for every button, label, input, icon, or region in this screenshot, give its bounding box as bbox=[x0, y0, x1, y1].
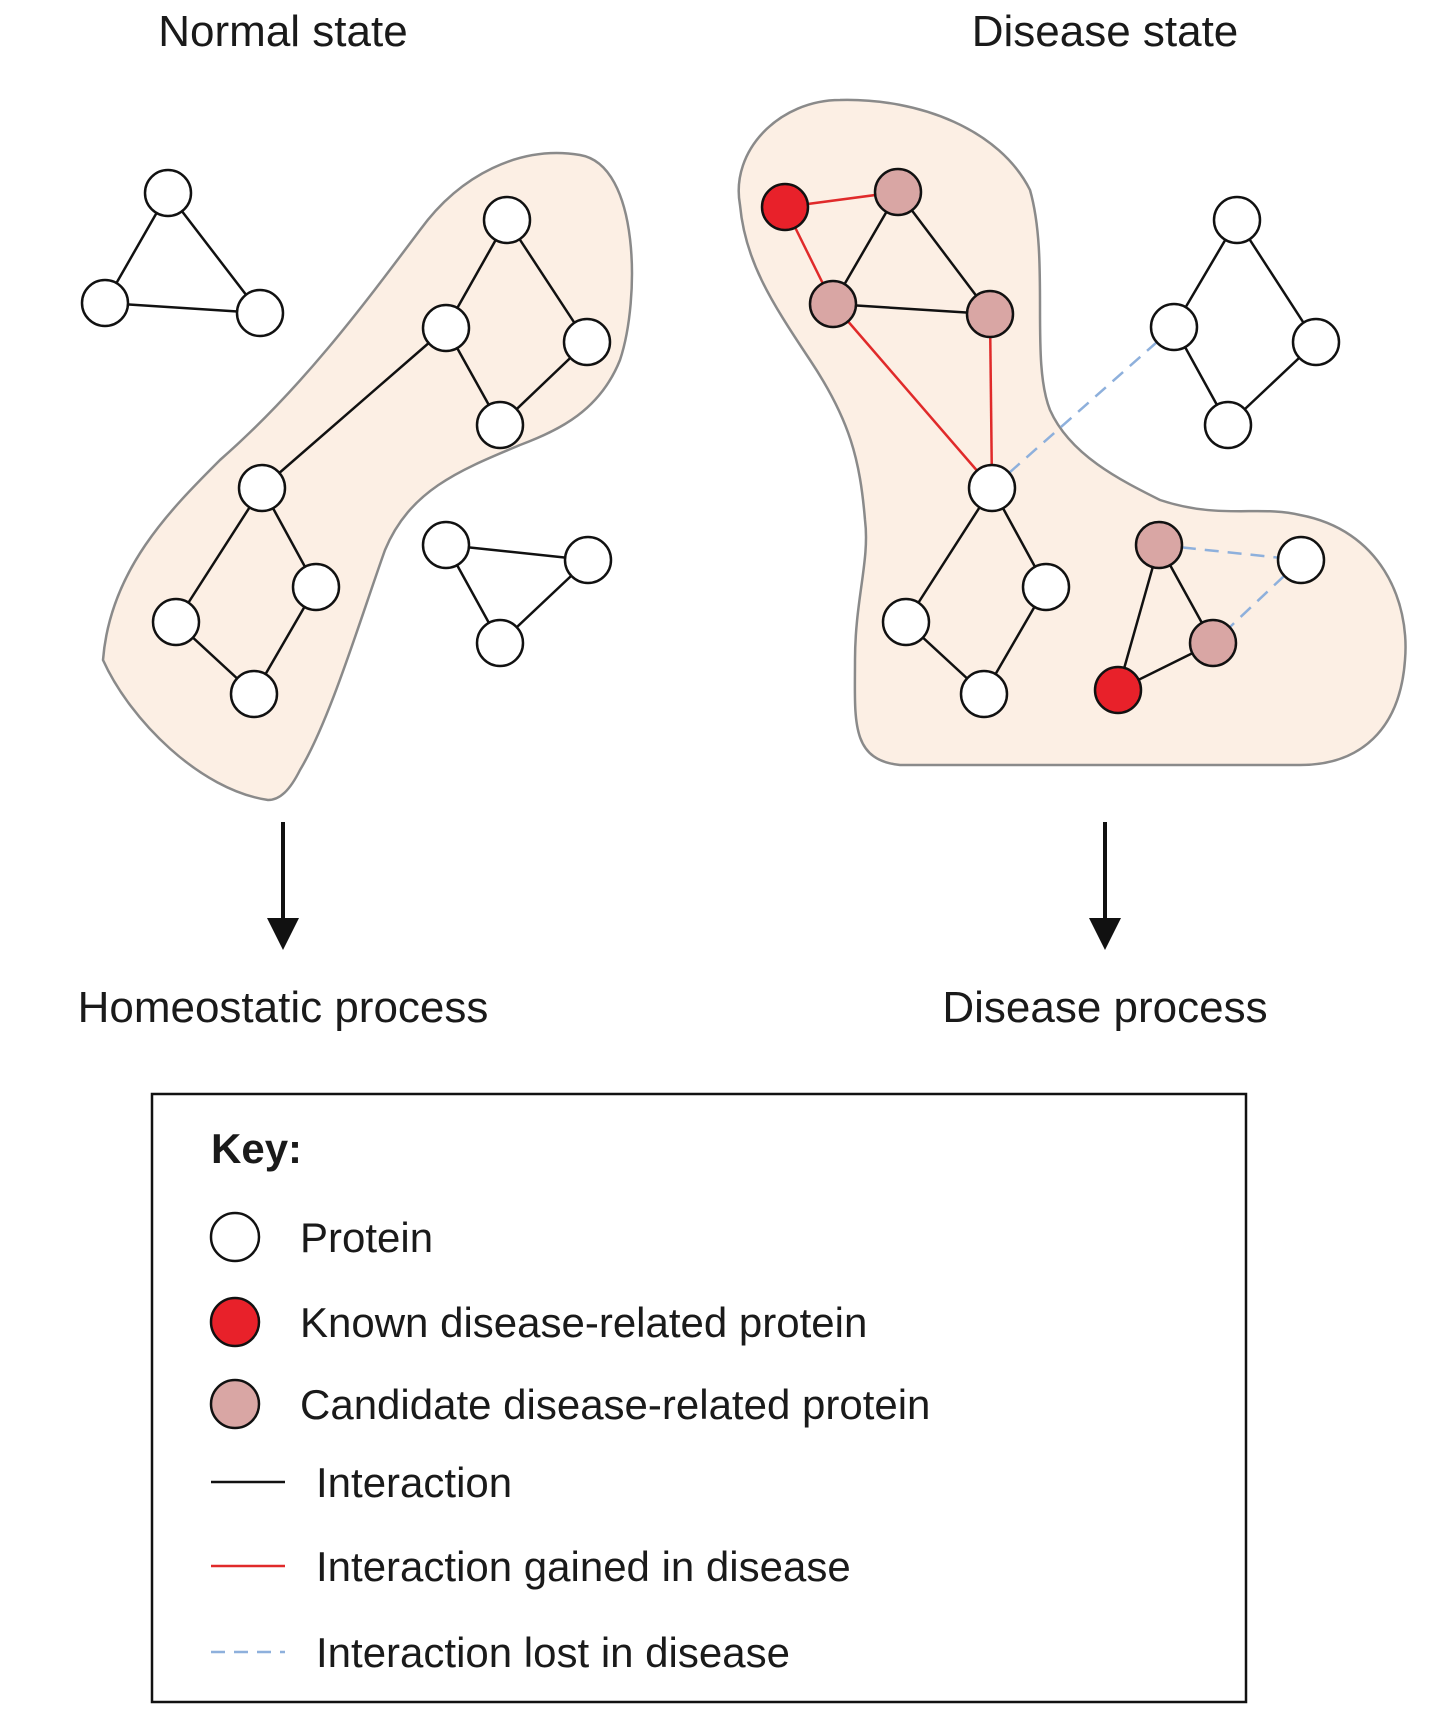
protein-node bbox=[562, 317, 612, 367]
protein-node bbox=[237, 463, 287, 513]
protein-node bbox=[475, 618, 525, 668]
interaction-line bbox=[167, 192, 261, 314]
normal-outcome-arrow bbox=[267, 822, 299, 950]
interaction-line bbox=[261, 327, 447, 489]
protein-node bbox=[143, 168, 193, 218]
protein-node bbox=[967, 463, 1017, 513]
protein-node bbox=[1276, 535, 1326, 585]
homeostatic-process-label: Homeostatic process bbox=[78, 983, 489, 1032]
interaction-line bbox=[505, 219, 589, 343]
normal-proteins bbox=[80, 168, 613, 719]
normal-module-region bbox=[101, 151, 634, 802]
key-box bbox=[150, 1092, 1248, 1704]
key-item-label: Candidate disease-related protein bbox=[300, 1381, 930, 1428]
protein-legend-icon bbox=[209, 1211, 261, 1263]
interaction-lost-line bbox=[991, 326, 1175, 489]
interaction-gained-line bbox=[832, 303, 993, 489]
key-item-label: Known disease-related protein bbox=[300, 1299, 867, 1346]
protein-node bbox=[151, 597, 201, 647]
interaction-line bbox=[174, 487, 264, 623]
key-item-label: Interaction lost in disease bbox=[316, 1629, 790, 1676]
protein-node bbox=[1149, 302, 1199, 352]
known-disease-protein-node bbox=[760, 182, 810, 232]
candidate-disease-protein-legend-icon bbox=[209, 1378, 261, 1430]
protein-node bbox=[291, 562, 341, 612]
interaction-line bbox=[904, 487, 994, 623]
disease-proteins bbox=[760, 167, 1341, 719]
candidate-disease-protein-node bbox=[873, 167, 923, 217]
candidate-disease-protein-node bbox=[1188, 618, 1238, 668]
protein-node bbox=[1212, 195, 1262, 245]
protein-node bbox=[881, 597, 931, 647]
protein-node bbox=[229, 669, 279, 719]
protein-node bbox=[421, 520, 471, 570]
protein-node bbox=[421, 303, 471, 353]
interaction-line bbox=[1116, 544, 1161, 691]
key-item-label: Protein bbox=[300, 1214, 433, 1261]
known-disease-protein-node bbox=[1093, 665, 1143, 715]
arrow-head-icon bbox=[1089, 918, 1121, 950]
candidate-disease-protein-node bbox=[808, 279, 858, 329]
arrow-head-icon bbox=[267, 918, 299, 950]
known-disease-protein-legend-icon bbox=[209, 1296, 261, 1348]
protein-node bbox=[1203, 400, 1253, 450]
disease-outcome-arrow bbox=[1089, 822, 1121, 950]
protein-node bbox=[80, 278, 130, 328]
candidate-disease-protein-node bbox=[965, 289, 1015, 339]
key-item-label: Interaction gained in disease bbox=[316, 1543, 851, 1590]
protein-node bbox=[482, 195, 532, 245]
interaction-gained-line bbox=[988, 313, 994, 489]
protein-node bbox=[475, 400, 525, 450]
key-item-label: Interaction bbox=[316, 1459, 512, 1506]
disease-process-label: Disease process bbox=[942, 983, 1267, 1032]
interaction-line bbox=[104, 301, 261, 315]
candidate-disease-protein-node bbox=[1134, 520, 1184, 570]
key-title: Key: bbox=[211, 1125, 302, 1172]
disease-state-title: Disease state bbox=[972, 7, 1239, 56]
normal-state-title: Normal state bbox=[158, 7, 407, 56]
protein-node bbox=[235, 288, 285, 338]
protein-node bbox=[1291, 317, 1341, 367]
key-legend: Key: Protein Known disease-related prote… bbox=[150, 1092, 1248, 1704]
protein-node bbox=[959, 669, 1009, 719]
protein-node bbox=[1021, 562, 1071, 612]
interaction-line bbox=[832, 302, 991, 316]
protein-node bbox=[563, 535, 613, 585]
interaction-line bbox=[897, 191, 991, 315]
